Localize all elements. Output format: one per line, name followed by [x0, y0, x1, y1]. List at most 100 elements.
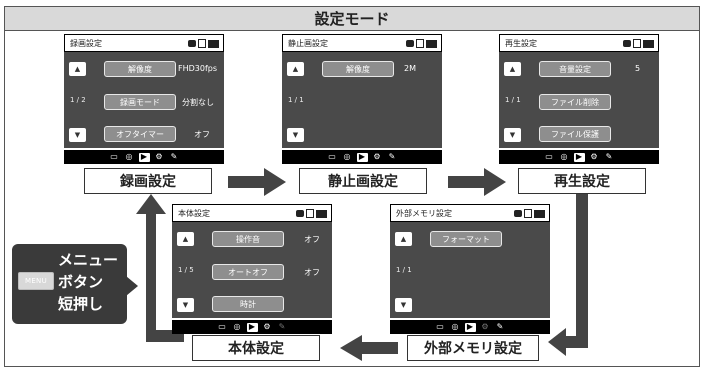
- photo-icon[interactable]: ◎: [233, 322, 241, 331]
- tool-icon[interactable]: ✎: [388, 152, 396, 161]
- page-indicator: 1 / 1: [505, 96, 521, 104]
- settings-icon[interactable]: ⚙: [590, 152, 598, 161]
- settings-icon[interactable]: ⚙: [481, 322, 489, 331]
- battery-icon: [208, 39, 219, 48]
- down-button[interactable]: ▼: [504, 128, 521, 142]
- card-status-icon: [524, 209, 532, 218]
- down-button[interactable]: ▼: [395, 298, 412, 312]
- photo-icon[interactable]: ◎: [560, 152, 568, 161]
- arrow-up-icon: ▲: [400, 235, 407, 243]
- menu-value-volume: 5: [635, 64, 641, 73]
- up-button[interactable]: ▲: [177, 232, 194, 246]
- card-status-icon: [306, 209, 314, 218]
- screen-unit-settings: 本体設定 ▲ 1 / 5 ▼ 操作音 オフ オートオフ オフ 時計 ▭ ◎ ▶ …: [172, 204, 332, 334]
- menu-item-operation-sound[interactable]: 操作音: [212, 231, 284, 247]
- video-icon[interactable]: ▭: [218, 322, 226, 331]
- settings-icon[interactable]: ⚙: [373, 152, 381, 161]
- battery-icon: [316, 209, 327, 218]
- arrow-unit-to-recording: [136, 194, 184, 342]
- menu-item-format[interactable]: フォーマット: [430, 231, 502, 247]
- screen-title: 外部メモリ設定: [396, 208, 452, 218]
- play-icon[interactable]: ▶: [246, 322, 258, 332]
- menu-button-callout: MENU メニュー ボタン 短押し: [12, 244, 127, 324]
- video-icon[interactable]: ▭: [545, 152, 553, 161]
- battery-icon: [643, 39, 654, 48]
- screen-title: 録画設定: [70, 38, 102, 48]
- card-status-icon: [198, 39, 206, 48]
- screen-title: 静止画設定: [288, 38, 328, 48]
- label-recording-settings: 録画設定: [84, 168, 212, 194]
- page-title: 設定モード: [5, 7, 699, 31]
- tool-icon[interactable]: ✎: [496, 322, 504, 331]
- up-button[interactable]: ▲: [69, 62, 86, 76]
- menu-item-record-mode[interactable]: 録画モード: [104, 94, 176, 110]
- callout-line-1: メニュー: [58, 251, 119, 269]
- label-external-memory-settings: 外部メモリ設定: [407, 335, 539, 361]
- menu-item-clock[interactable]: 時計: [212, 296, 284, 312]
- down-button[interactable]: ▼: [69, 128, 86, 142]
- photo-icon[interactable]: ◎: [343, 152, 351, 161]
- menu-item-auto-off[interactable]: オートオフ: [212, 264, 284, 280]
- down-button[interactable]: ▼: [177, 298, 194, 312]
- menu-item-off-timer[interactable]: オフタイマー: [104, 126, 176, 142]
- arrow-down-icon: ▼: [74, 131, 81, 139]
- label-playback-settings: 再生設定: [518, 168, 646, 194]
- arrow-down-icon: ▼: [509, 131, 516, 139]
- settings-icon[interactable]: ⚙: [155, 152, 163, 161]
- play-icon[interactable]: ▶: [464, 322, 476, 332]
- callout-pointer: [126, 276, 138, 296]
- arrow-down-icon: ▼: [292, 131, 299, 139]
- up-button[interactable]: ▲: [287, 62, 304, 76]
- label-unit-settings: 本体設定: [192, 335, 320, 361]
- menu-value-record-mode: 分割なし: [182, 98, 214, 107]
- mode-icon-bar: ▭ ◎ ▶ ⚙ ✎: [499, 150, 659, 164]
- mode-icon-bar: ▭ ◎ ▶ ⚙ ✎: [390, 320, 550, 334]
- label-still-settings: 静止画設定: [299, 168, 427, 194]
- arrow-recording-to-still: [228, 168, 286, 196]
- menu-item-resolution[interactable]: 解像度: [104, 61, 176, 77]
- camera-status-icon: [623, 40, 631, 47]
- menu-value-auto-off: オフ: [304, 268, 320, 277]
- camera-status-icon: [406, 40, 414, 47]
- page-indicator: 1 / 1: [288, 96, 304, 104]
- video-icon[interactable]: ▭: [328, 152, 336, 161]
- camera-status-icon: [296, 210, 304, 217]
- menu-value-resolution: 2M: [404, 64, 416, 73]
- tool-icon[interactable]: ✎: [605, 152, 613, 161]
- screen-title: 再生設定: [505, 38, 537, 48]
- card-status-icon: [633, 39, 641, 48]
- video-icon[interactable]: ▭: [436, 322, 444, 331]
- play-icon[interactable]: ▶: [356, 152, 368, 162]
- photo-icon[interactable]: ◎: [125, 152, 133, 161]
- menu-item-delete-file[interactable]: ファイル削除: [539, 94, 611, 110]
- mode-icon-bar: ▭ ◎ ▶ ⚙ ✎: [282, 150, 442, 164]
- settings-icon[interactable]: ⚙: [263, 322, 271, 331]
- video-icon[interactable]: ▭: [110, 152, 118, 161]
- mode-icon-bar: ▭ ◎ ▶ ⚙ ✎: [172, 320, 332, 334]
- camera-status-icon: [514, 210, 522, 217]
- menu-item-resolution[interactable]: 解像度: [322, 61, 394, 77]
- arrow-down-icon: ▼: [400, 301, 407, 309]
- play-icon[interactable]: ▶: [573, 152, 585, 162]
- up-button[interactable]: ▲: [395, 232, 412, 246]
- arrow-up-icon: ▲: [182, 235, 189, 243]
- up-button[interactable]: ▲: [504, 62, 521, 76]
- arrow-up-icon: ▲: [509, 65, 516, 73]
- mode-icon-bar: ▭ ◎ ▶ ⚙ ✎: [64, 150, 224, 164]
- page-indicator: 1 / 2: [70, 96, 86, 104]
- arrow-up-icon: ▲: [74, 65, 81, 73]
- play-icon[interactable]: ▶: [138, 152, 150, 162]
- callout-line-3: 短押し: [58, 295, 104, 313]
- menu-item-volume[interactable]: 音量設定: [539, 61, 611, 77]
- battery-icon: [426, 39, 437, 48]
- tool-icon[interactable]: ✎: [278, 322, 286, 331]
- screen-still-settings: 静止画設定 ▲ 1 / 1 ▼ 解像度 2M ▭ ◎ ▶ ⚙ ✎: [282, 34, 442, 164]
- battery-icon: [534, 209, 545, 218]
- arrow-playback-to-memory: [548, 194, 588, 356]
- photo-icon[interactable]: ◎: [451, 322, 459, 331]
- arrow-memory-to-unit: [340, 335, 398, 361]
- tool-icon[interactable]: ✎: [170, 152, 178, 161]
- down-button[interactable]: ▼: [287, 128, 304, 142]
- menu-item-protect-file[interactable]: ファイル保護: [539, 126, 611, 142]
- menu-key-icon: MENU: [18, 272, 54, 290]
